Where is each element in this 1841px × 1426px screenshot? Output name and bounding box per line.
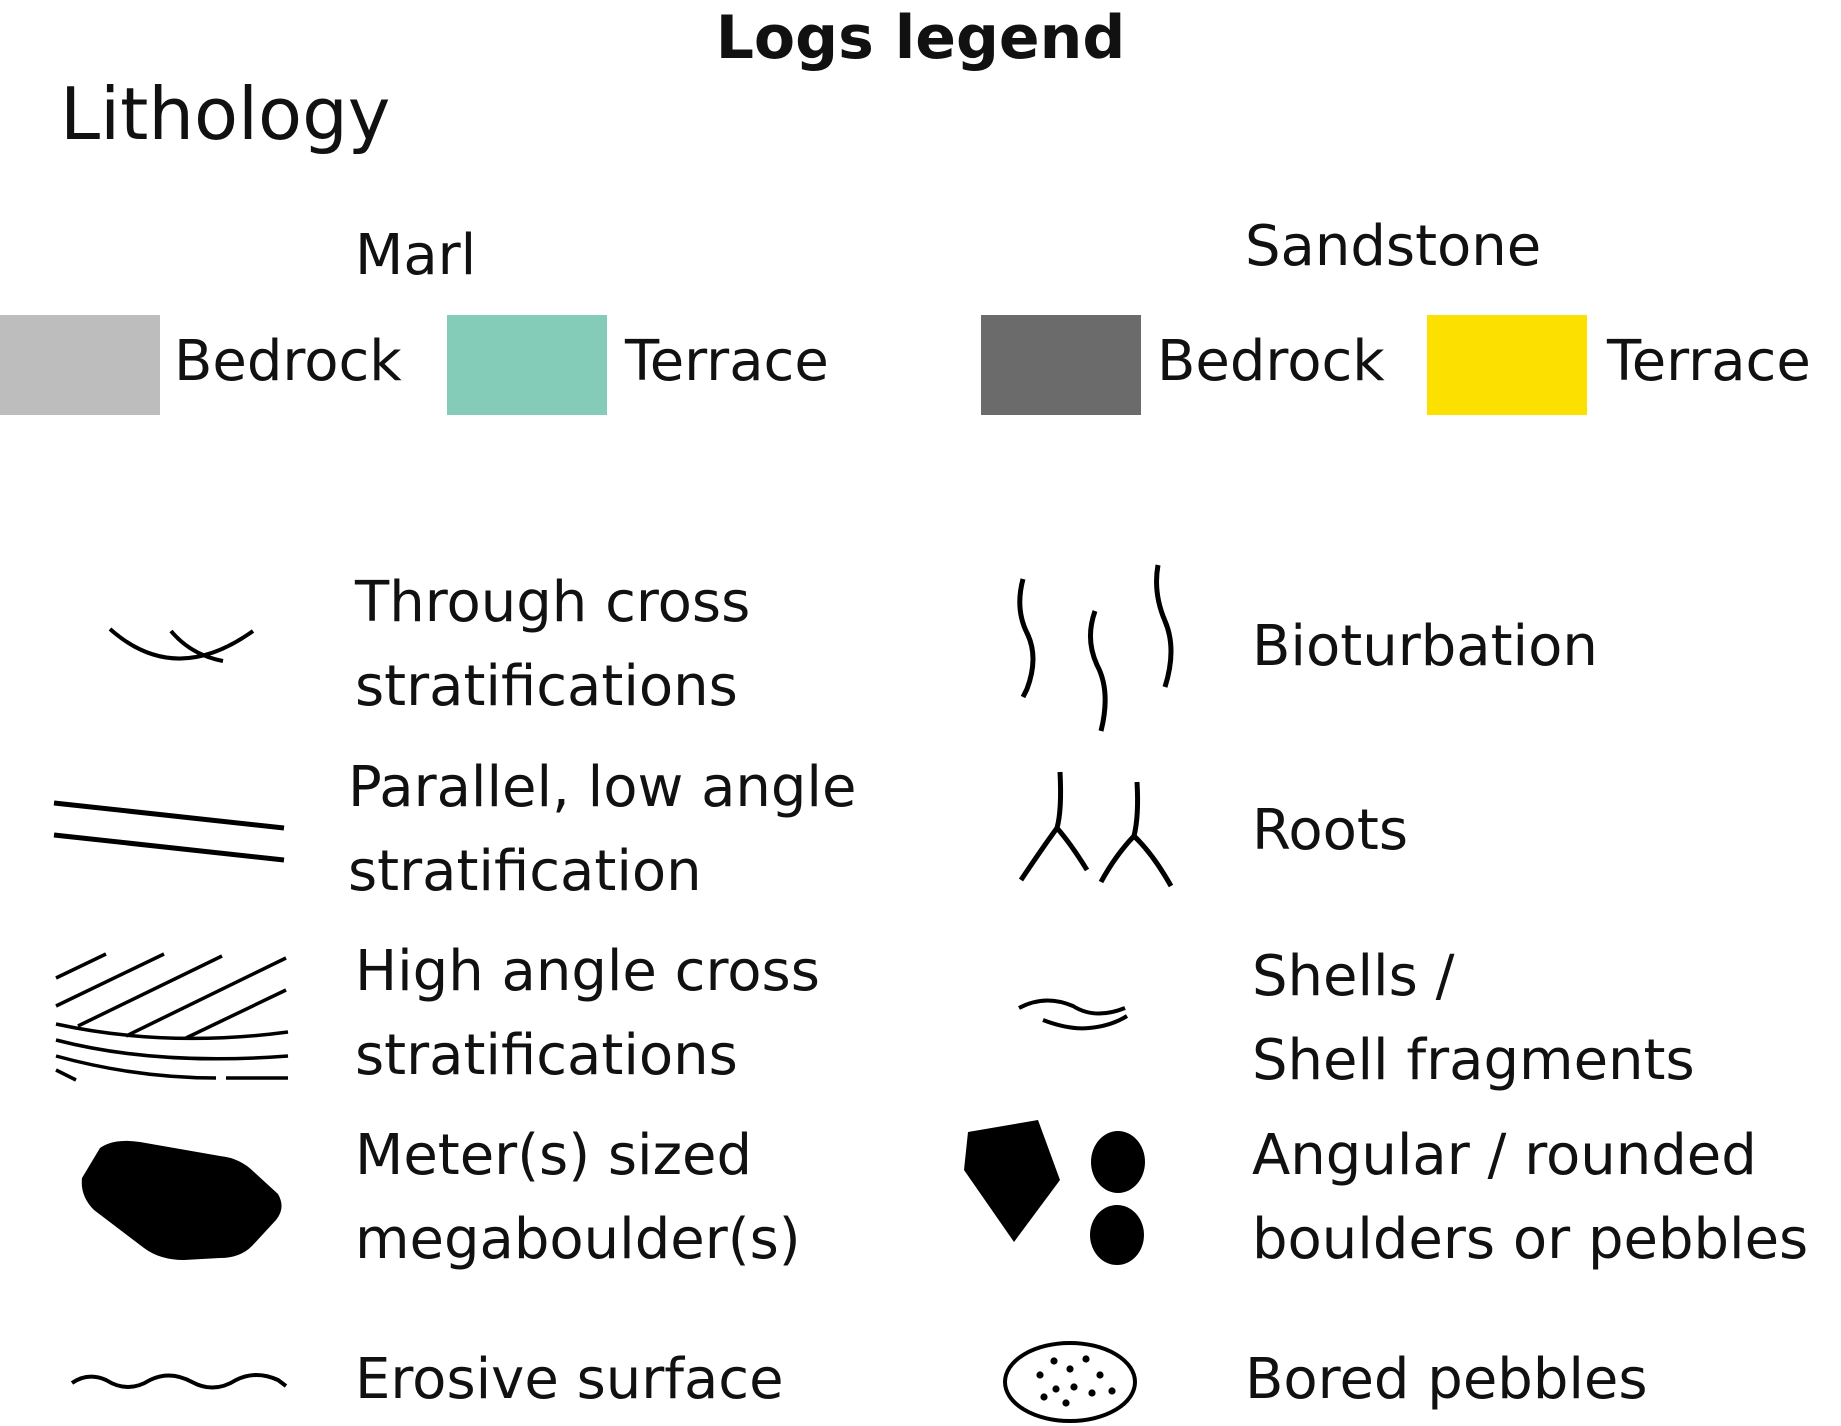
group-name-marl: Marl: [355, 223, 477, 288]
shell-fragment-icon: [1018, 998, 1129, 1031]
bioturbation-icon: [1017, 564, 1174, 732]
label-erosive-surface: Erosive surface: [355, 1347, 784, 1412]
label-shells-shell-fragments: Shells /Shell fragments: [1252, 944, 1695, 1093]
swatch-sandstone-terrace: [1427, 315, 1587, 415]
label-roots: Roots: [1252, 798, 1409, 863]
erosive-surface-icon: [70, 1373, 288, 1390]
section-heading-lithology: Lithology: [60, 72, 391, 156]
group-name-sandstone: Sandstone: [1245, 214, 1542, 279]
roots-icon: [1018, 771, 1174, 888]
high-angle-cross-stratification-icon: [55, 952, 289, 1082]
boulders-pebbles-icon: [964, 1120, 1145, 1265]
bored-pebble-icon: [1003, 1341, 1137, 1423]
label-marl-bedrock: Bedrock: [174, 329, 402, 394]
label-marl-terrace: Terrace: [625, 329, 829, 394]
trough-cross-stratification-icon: [108, 627, 255, 663]
label-bioturbation: Bioturbation: [1252, 614, 1598, 679]
swatch-sandstone-bedrock: [981, 315, 1141, 415]
swatch-marl-terrace: [447, 315, 607, 415]
label-sandstone-bedrock: Bedrock: [1157, 329, 1385, 394]
parallel-stratification-icon: [53, 800, 285, 863]
megaboulder-icon: [81, 1140, 282, 1260]
label-sandstone-terrace: Terrace: [1607, 329, 1811, 394]
label-bored-pebbles: Bored pebbles: [1245, 1347, 1648, 1412]
swatch-marl-bedrock: [0, 315, 160, 415]
figure-title: Logs legend: [715, 3, 1126, 73]
